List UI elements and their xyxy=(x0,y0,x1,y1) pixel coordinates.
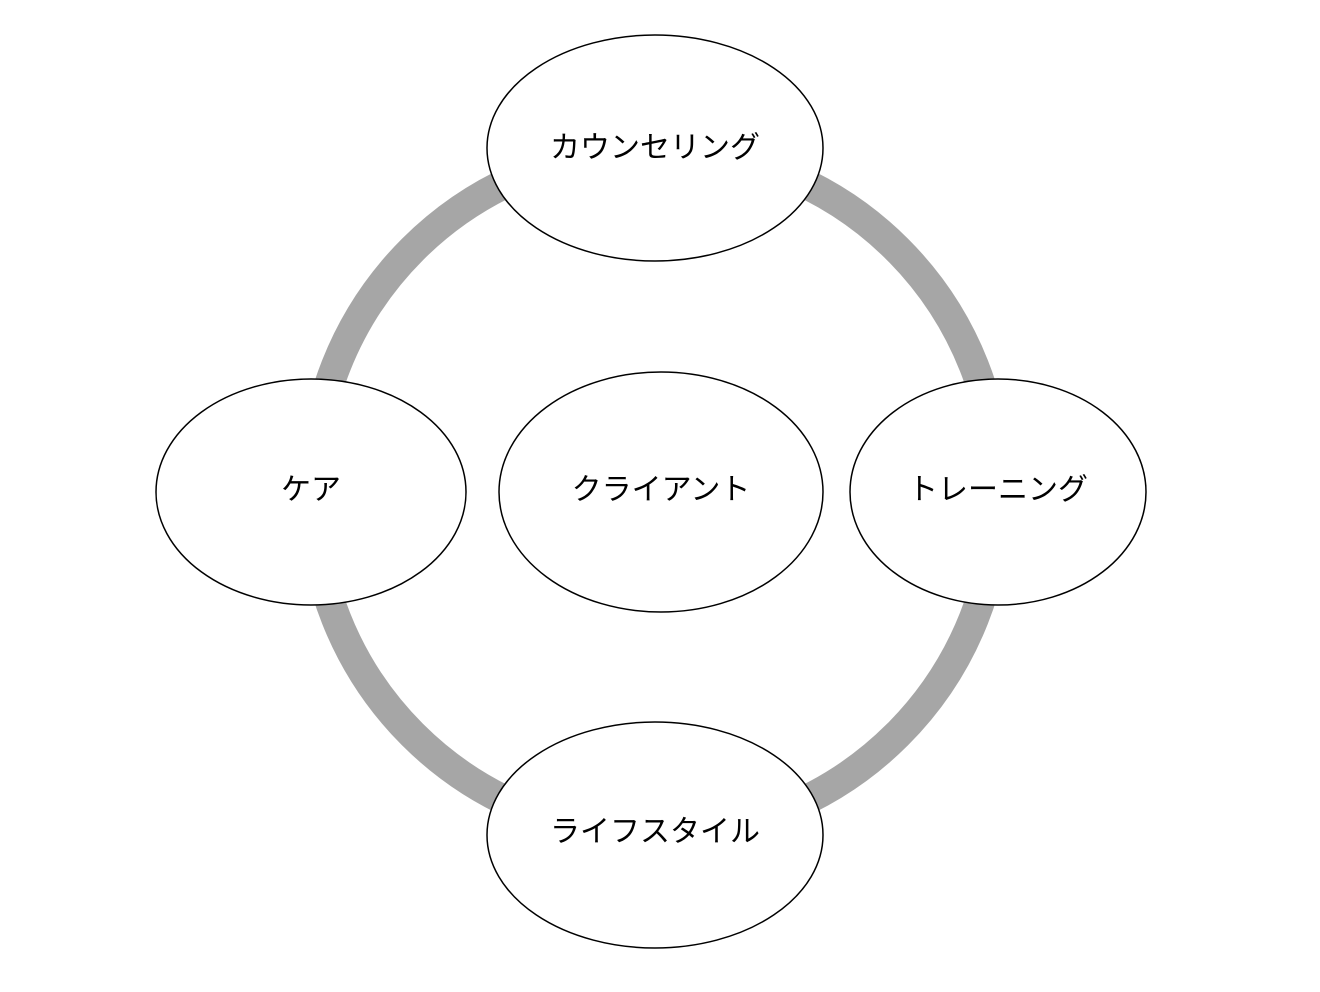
node-bottom-shape xyxy=(486,721,824,949)
node-right: トレーニング xyxy=(849,378,1147,606)
node-center: クライアント xyxy=(498,371,824,613)
node-right-label: トレーニング xyxy=(908,473,1088,508)
node-bottom: ライフスタイル xyxy=(486,721,824,949)
node-top: カウンセリング xyxy=(486,34,824,262)
node-left: ケア xyxy=(155,378,467,606)
node-left-shape xyxy=(155,378,467,606)
node-right-shape xyxy=(849,378,1147,606)
node-center-label: クライアント xyxy=(572,473,751,508)
node-top-label: カウンセリング xyxy=(550,131,760,166)
node-center-shape xyxy=(498,371,824,613)
node-bottom-label: ライフスタイル xyxy=(550,815,760,850)
node-left-label: ケア xyxy=(281,473,341,508)
node-top-shape xyxy=(486,34,824,262)
